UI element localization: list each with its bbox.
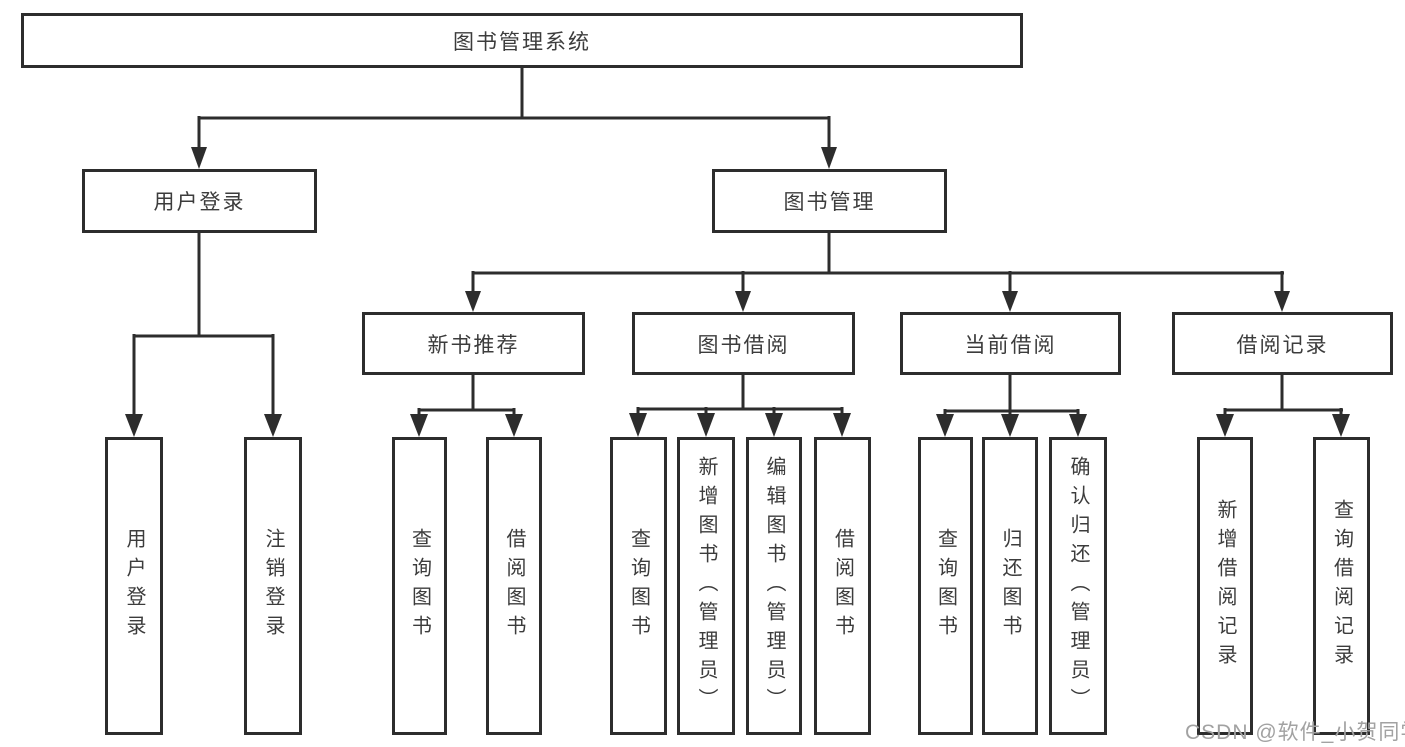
leaf-label: 借阅图书 — [831, 528, 854, 644]
node-borrow-records: 借阅记录 — [1172, 312, 1393, 375]
leaf-edit-books-admin: 编辑图书（管理员） — [746, 437, 802, 735]
node-book-borrow: 图书借阅 — [632, 312, 855, 375]
node-user-login: 用户登录 — [82, 169, 317, 233]
leaf-label: 新增借阅记录 — [1214, 499, 1236, 673]
csdn-watermark: CSDN @软件_小贺同学 — [1185, 721, 1405, 744]
leaf-add-books-admin: 新增图书（管理员） — [677, 437, 735, 735]
connector-book-mgmt-to-level3 — [465, 233, 1290, 312]
leaf-label: 用户登录 — [123, 528, 145, 644]
connector-new-book-group — [410, 375, 523, 437]
leaf-borrow-books-recommend: 借阅图书 — [486, 437, 542, 735]
leaf-label: 查询图书 — [934, 528, 957, 644]
leaf-query-books-recommend: 查询图书 — [392, 437, 447, 735]
connector-current-borrow-group — [936, 375, 1087, 437]
leaf-label: 查询借阅记录 — [1330, 499, 1353, 673]
leaf-add-borrow-record: 新增借阅记录 — [1197, 437, 1253, 735]
leaf-label: 确认归还（管理员） — [1067, 455, 1089, 717]
node-new-book-recommend: 新书推荐 — [362, 312, 585, 375]
leaf-user-login: 用户登录 — [105, 437, 163, 735]
connector-root-to-level2 — [191, 68, 837, 169]
node-root: 图书管理系统 — [21, 13, 1023, 68]
leaf-return-books: 归还图书 — [982, 437, 1038, 735]
leaf-query-borrow-record: 查询借阅记录 — [1313, 437, 1370, 735]
leaf-logout: 注销登录 — [244, 437, 302, 735]
leaf-label: 新增图书（管理员） — [695, 455, 717, 717]
node-book-management: 图书管理 — [712, 169, 947, 233]
leaf-label: 查询图书 — [408, 528, 431, 644]
connector-book-borrow-group — [629, 375, 851, 437]
node-current-borrow: 当前借阅 — [900, 312, 1121, 375]
leaf-label: 查询图书 — [627, 528, 650, 644]
leaf-query-books-borrow: 查询图书 — [610, 437, 667, 735]
leaf-borrow-books: 借阅图书 — [814, 437, 871, 735]
leaf-label: 注销登录 — [262, 528, 284, 644]
connector-user-login-branch — [125, 233, 282, 437]
leaf-confirm-return-admin: 确认归还（管理员） — [1049, 437, 1107, 735]
leaf-label: 归还图书 — [999, 528, 1021, 644]
leaf-label: 借阅图书 — [503, 528, 525, 644]
connector-borrow-records-group — [1216, 375, 1350, 437]
leaf-label: 编辑图书（管理员） — [763, 455, 785, 717]
leaf-query-books-current: 查询图书 — [918, 437, 973, 735]
